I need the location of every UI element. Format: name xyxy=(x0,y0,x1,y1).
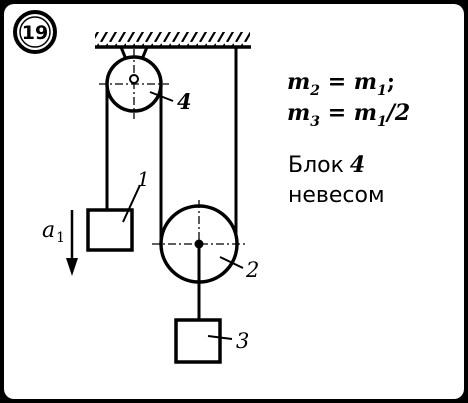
problem-number: 19 xyxy=(22,22,48,44)
block-3 xyxy=(174,318,222,364)
label-pulley-4: 4 xyxy=(177,89,192,114)
acceleration-arrow xyxy=(66,210,78,276)
leader-block-1 xyxy=(122,184,141,223)
paper xyxy=(4,4,464,399)
leader-block-3 xyxy=(207,335,233,340)
label-pulley-2: 2 xyxy=(245,258,259,282)
ceiling xyxy=(95,32,251,49)
condition-m3: m3 = m1/2 xyxy=(287,100,410,130)
label-block-3: 3 xyxy=(236,329,249,353)
label-acceleration: a1 xyxy=(42,218,65,246)
note-line-2: невесом xyxy=(288,183,385,208)
problem-number-badge: 19 xyxy=(13,10,57,54)
condition-m2: m2 = m1; xyxy=(287,69,395,99)
leader-pulley-4 xyxy=(149,91,174,102)
leader-pulley-2 xyxy=(219,256,244,269)
label-block-1: 1 xyxy=(137,167,150,191)
